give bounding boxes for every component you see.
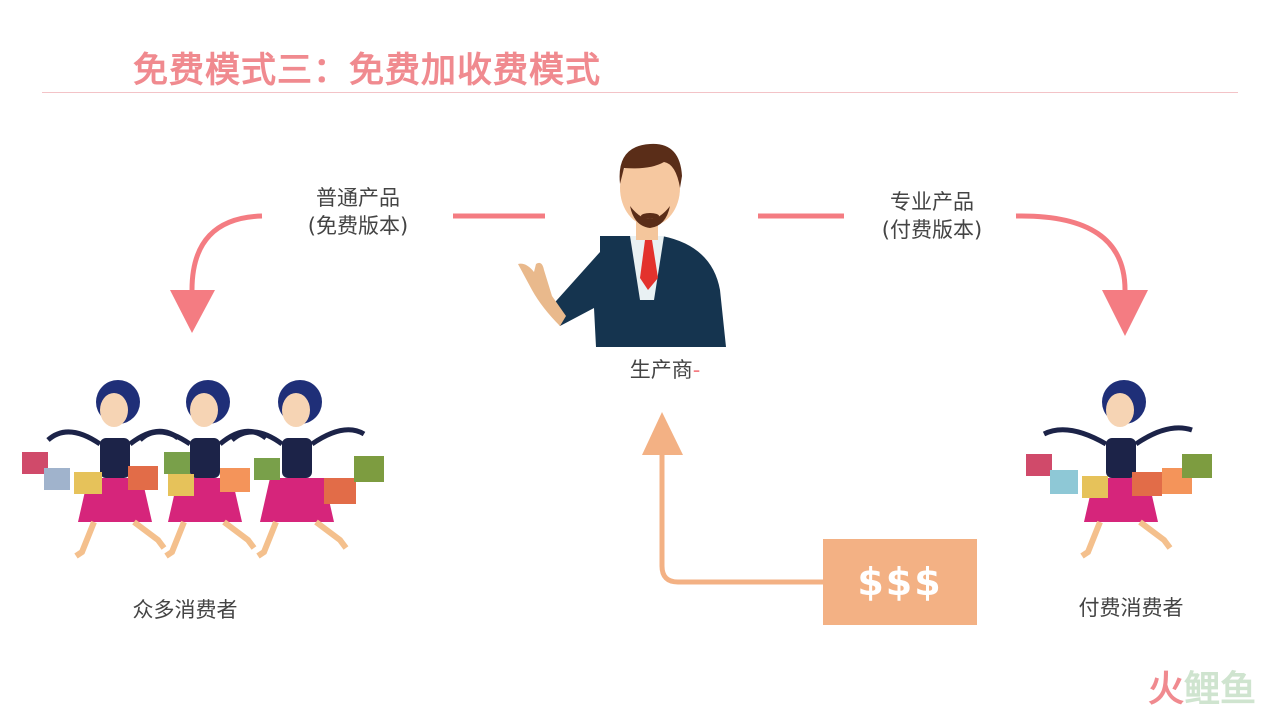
producer-text: 生产商 (629, 358, 693, 382)
pro-product-arrow (758, 213, 1148, 336)
suit (548, 236, 726, 347)
paying-consumers-label: 付费消费者 (1078, 596, 1184, 620)
dollar-icon: $$$ (857, 560, 943, 604)
shopper-icon (1026, 380, 1212, 559)
producer-figure (518, 143, 726, 347)
pro-product-name: 专业产品 (890, 190, 974, 214)
pro-product-version: (付费版本) (881, 218, 983, 242)
shopper-icon (22, 380, 180, 559)
paying-consumer-figure (1026, 380, 1212, 559)
shopper-icon (230, 380, 384, 559)
producer-tail: - (692, 358, 701, 382)
pointing-hand-icon (518, 262, 566, 326)
logo-char-1: 火 (1147, 669, 1184, 710)
pro-product-label: 专业产品 (付费版本) (864, 188, 1000, 244)
producer-label: 生产商- (610, 356, 720, 384)
free-product-label: 普通产品 (免费版本) (290, 184, 426, 240)
page-title: 免费模式三：免费加收费模式 (133, 51, 602, 91)
shopper-icon (138, 380, 268, 559)
free-product-arrow (170, 213, 545, 333)
free-product-version: (免费版本) (307, 214, 409, 238)
logo-char-3: 鱼 (1219, 669, 1256, 710)
logo-char-2: 鲤 (1183, 669, 1220, 710)
many-consumers-label: 众多消费者 (132, 598, 238, 622)
payment-arrow (642, 412, 823, 585)
tie-icon (640, 240, 658, 290)
free-product-name: 普通产品 (316, 186, 400, 210)
payment-box: $$$ (823, 539, 977, 625)
many-consumers-figure (22, 380, 384, 559)
brand-logo: 火 鲤 鱼 (1148, 660, 1256, 712)
title-divider (42, 92, 1238, 93)
